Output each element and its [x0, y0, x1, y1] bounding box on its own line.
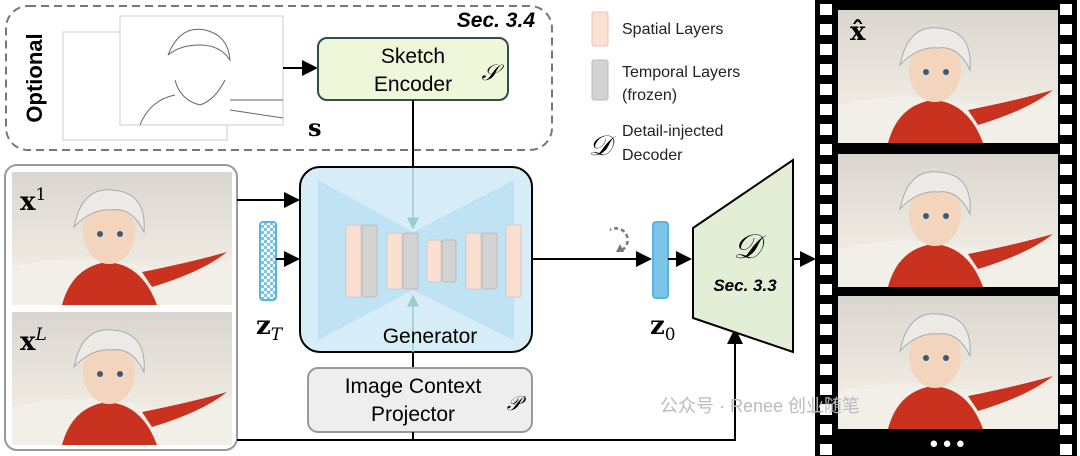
projector-line2: Projector [371, 403, 455, 426]
sprocket-hole [1060, 184, 1072, 195]
sprocket-hole [820, 104, 832, 115]
sprocket-hole [820, 344, 832, 355]
sprocket-hole [1060, 384, 1072, 395]
iterate-loop-icon [609, 227, 629, 252]
last-frame-label: xL [20, 325, 47, 357]
sprocket-hole [820, 204, 832, 215]
legend-spatial: Spatial Layers [622, 21, 723, 38]
sprocket-hole [820, 284, 832, 295]
sketch-encoder-box: Sketch Encoder 𝒮 [317, 37, 509, 101]
sprocket-hole [1060, 364, 1072, 375]
watermark: 公众号 · Renee 创业随笔 [660, 396, 860, 416]
sprocket-hole [1060, 264, 1072, 275]
sprocket-hole [1060, 304, 1072, 315]
sprocket-hole [1060, 144, 1072, 155]
legend-decoder-symbol: 𝒟 [589, 129, 616, 162]
more-frames-dots: ● ● ● [929, 435, 965, 452]
sprocket-hole [1060, 164, 1072, 175]
clean-latent-z0 [652, 221, 669, 299]
sketch-encoder-line1: Sketch [381, 45, 445, 68]
sprocket-hole [1060, 104, 1072, 115]
section-3-4-label: Sec. 3.4 [457, 9, 536, 32]
sprocket-hole [1060, 444, 1072, 455]
sprocket-hole [1060, 244, 1072, 255]
sketch-frames [62, 15, 284, 141]
sprocket-hole [1060, 324, 1072, 335]
legend-decoder-line1: Detail-injected [622, 123, 723, 140]
sprocket-hole [820, 64, 832, 75]
sprocket-hole [820, 384, 832, 395]
sprocket-hole [820, 124, 832, 135]
sprocket-hole [820, 44, 832, 55]
sprocket-hole [820, 184, 832, 195]
sprocket-hole [820, 404, 832, 415]
output-label: x̂ [850, 17, 866, 47]
sprocket-hole [1060, 404, 1072, 415]
sprocket-hole [820, 164, 832, 175]
z0-label: z0 [650, 311, 676, 345]
sprocket-hole [1060, 344, 1072, 355]
sprocket-hole [820, 24, 832, 35]
sprocket-hole [820, 424, 832, 435]
section-3-3-label: Sec. 3.3 [713, 276, 777, 295]
sprocket-hole [820, 324, 832, 335]
image-context-projector-box: Image Context Projector 𝒫 [307, 367, 533, 433]
projector-line1: Image Context [345, 375, 482, 398]
output-frame-3 [837, 295, 1059, 430]
generator-label: Generator [383, 325, 478, 348]
sprocket-hole [820, 304, 832, 315]
sprocket-hole [1060, 124, 1072, 135]
sketch-encoder-line2: Encoder [374, 73, 452, 96]
legend-temporal-line2: (frozen) [622, 87, 677, 104]
sprocket-hole [820, 444, 832, 455]
optional-dashed-box [5, 5, 553, 151]
generator-box: Generator [299, 166, 533, 353]
sprocket-hole [1060, 284, 1072, 295]
sprocket-hole [820, 364, 832, 375]
sprocket-hole [1060, 24, 1072, 35]
sprocket-hole [820, 264, 832, 275]
legend: Spatial Layers Temporal Layers (frozen) … [589, 11, 740, 164]
sprocket-hole [1060, 224, 1072, 235]
sprocket-hole [1060, 44, 1072, 55]
optional-label: Optional [22, 33, 47, 122]
sprocket-hole [820, 4, 832, 15]
sprocket-hole [820, 244, 832, 255]
legend-decoder-line2: Decoder [622, 147, 683, 164]
sketch-symbol: s [308, 113, 322, 142]
noise-latent-zT [259, 221, 277, 301]
legend-temporal-line1: Temporal Layers [622, 64, 740, 81]
sprocket-hole [1060, 4, 1072, 15]
output-film-strip: x̂ ● ● ● [815, 0, 1077, 456]
output-frame-1 [837, 9, 1059, 144]
first-frame-label: x1 [20, 185, 46, 217]
zT-label: zT [256, 311, 284, 345]
decoder-trapezoid: 𝒟 Sec. 3.3 [692, 158, 794, 354]
sprocket-hole [820, 84, 832, 95]
output-frame-2 [837, 153, 1059, 288]
sprocket-hole [1060, 84, 1072, 95]
unet-layers [345, 224, 522, 298]
sprocket-hole [1060, 64, 1072, 75]
sprocket-hole [820, 224, 832, 235]
sprocket-hole [820, 144, 832, 155]
sprocket-hole [1060, 204, 1072, 215]
sprocket-hole [1060, 424, 1072, 435]
